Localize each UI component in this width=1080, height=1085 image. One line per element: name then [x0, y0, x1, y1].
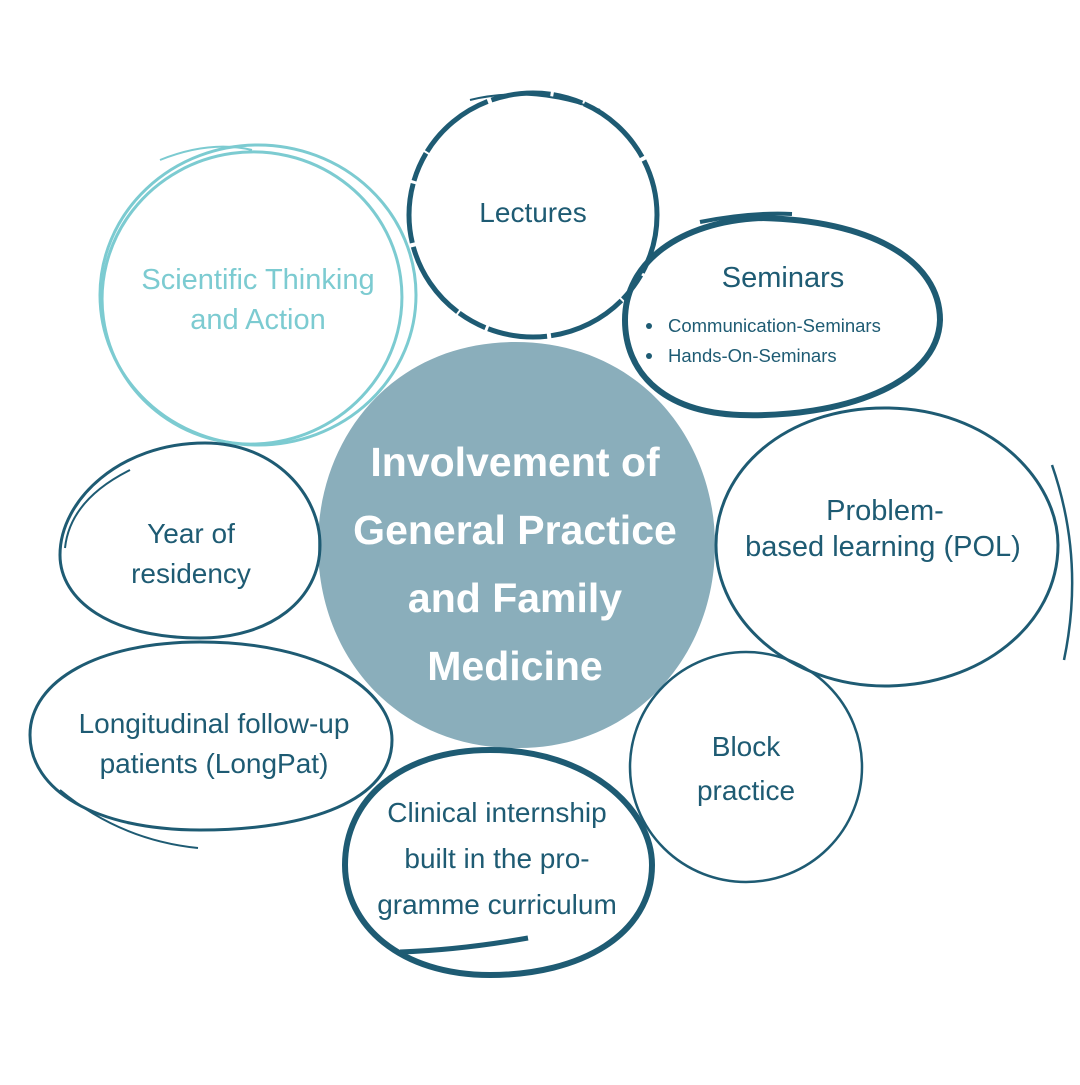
residency-label: Year of residency [91, 514, 291, 594]
seminars-title: Seminars [721, 262, 845, 294]
clinical-label: Clinical internship built in the pro- gr… [347, 790, 647, 928]
seminars-bullet-1: Communication-Seminars [646, 311, 881, 341]
longitudinal-line-2: patients (LongPat) [99, 748, 329, 779]
clinical-line-1: Clinical internship [387, 797, 607, 828]
scientific-circle [98, 143, 418, 447]
problem-based-line-2: based learning (POL) [745, 531, 1021, 563]
seminars-bullets: Communication-Seminars Hands-On-Seminars [646, 311, 881, 371]
center-circle [318, 342, 715, 749]
scientific-label: Scientific Thinking and Action [108, 260, 408, 340]
clinical-circle [341, 746, 656, 979]
problem-based-line-1: Problem- [826, 495, 944, 527]
scientific-line-2: and Action [190, 304, 326, 336]
center-line-4: Medicine [427, 643, 603, 689]
seminars-bullet-2: Hands-On-Seminars [646, 341, 881, 371]
residency-line-2: residency [131, 558, 251, 589]
seminars-ellipse [621, 211, 944, 419]
residency-line-1: Year of [147, 518, 235, 549]
center-line-3: and Family [407, 575, 623, 621]
problem-based-label: Problem- based learning (POL) [723, 493, 1043, 565]
lectures-label: Lectures [433, 196, 633, 230]
block-circle [628, 650, 864, 884]
longitudinal-label: Longitudinal follow-up patients (LongPat… [44, 704, 384, 784]
block-line-2: practice [696, 775, 796, 806]
scientific-line-1: Scientific Thinking [141, 264, 375, 296]
problem-based-circle [714, 406, 1074, 688]
residency-circle [58, 441, 322, 640]
clinical-line-3: gramme curriculum [377, 889, 617, 920]
clinical-line-2: built in the pro- [404, 843, 590, 874]
lectures-line-1: Lectures [479, 197, 587, 228]
longitudinal-ellipse [28, 640, 394, 849]
center-line-1: Involvement of [370, 439, 660, 485]
block-label: Block practice [646, 725, 846, 813]
longitudinal-line-1: Longitudinal follow-up [78, 708, 350, 739]
center-line-2: General Practice [353, 507, 677, 553]
block-line-1: Block [711, 731, 781, 762]
center-title: Involvement of General Practice and Fami… [320, 428, 710, 700]
lectures-circle [406, 90, 660, 340]
